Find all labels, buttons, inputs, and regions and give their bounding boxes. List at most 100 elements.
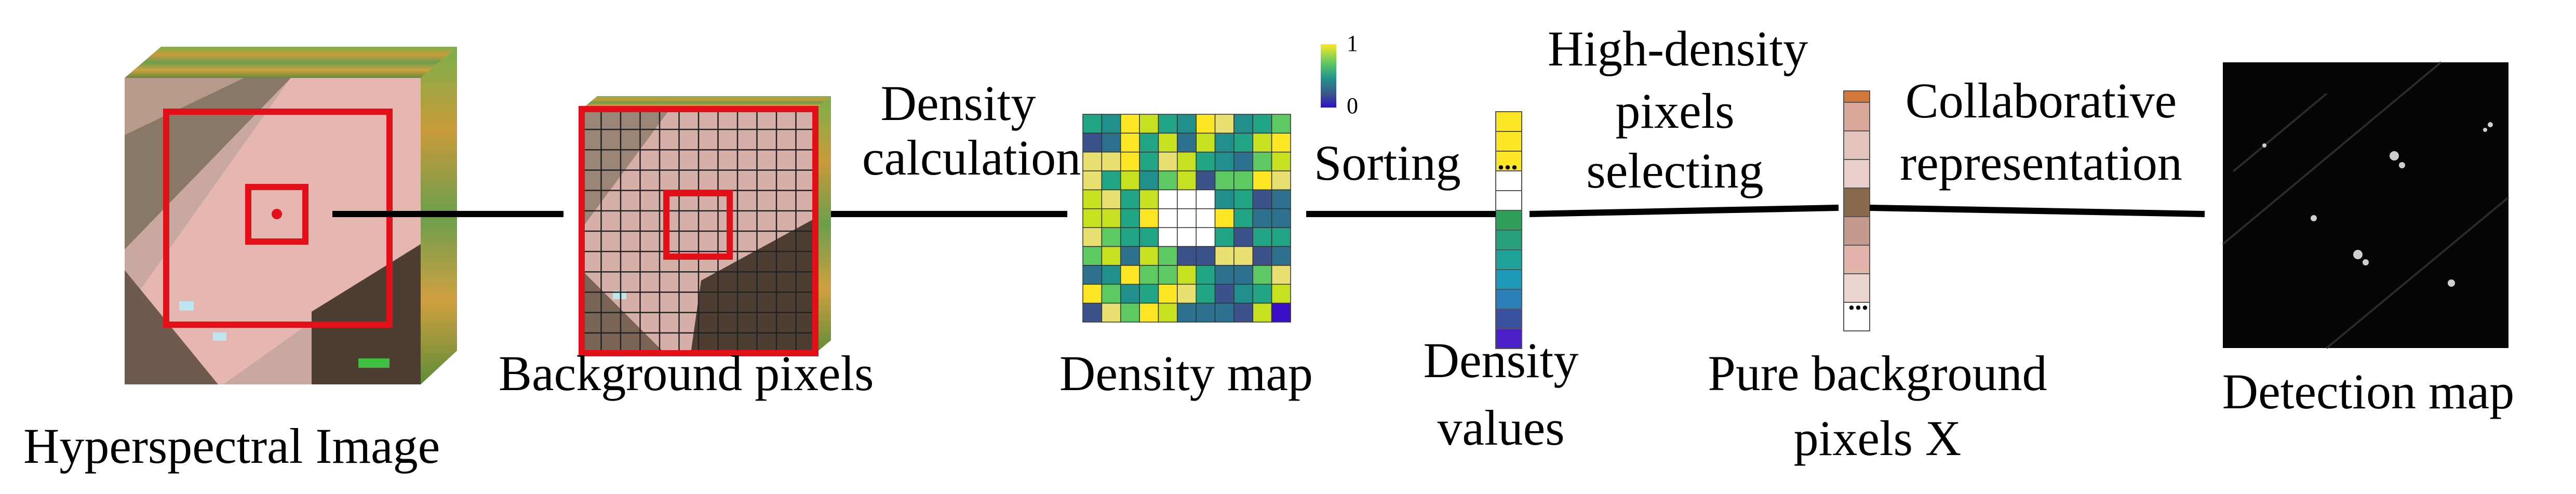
density-map-cell [1139,132,1159,153]
density-map-cell [1233,114,1254,134]
density-map-cell [1271,246,1291,266]
density-map-cell [1158,170,1178,191]
pure-pixel-cell [1843,188,1870,217]
density-map-cell [1082,302,1103,323]
label-high-density-1: High-density [1548,21,1808,76]
density-map-cell [1120,132,1140,153]
density-map-cell [1120,189,1140,209]
density-map-cell [1271,114,1291,134]
density-map [1082,114,1291,323]
density-map-cell [1139,170,1159,191]
arrow-to-pure-pixels [1529,205,1839,217]
density-map-cell [1101,189,1121,209]
density-map-cell [1082,246,1103,266]
density-map-cell [1101,246,1121,266]
density-map-cell [1196,284,1216,304]
density-map-cell [1196,151,1216,171]
density-map-cell [1214,265,1235,285]
density-map-cell [1158,208,1178,228]
density-map-cell [1214,132,1235,153]
bg-top-face [582,96,831,109]
density-map-cell [1196,114,1216,134]
density-map-cell [1177,227,1197,247]
density-value-cell [1495,328,1522,349]
density-value-cell [1495,151,1522,171]
label-density-values-1: Density [1423,332,1579,388]
density-map-cell [1158,302,1178,323]
pure-column-top-spectrum [1843,90,1870,103]
density-map-cell [1214,284,1235,304]
density-map-cell [1101,151,1121,171]
density-map-cell [1120,284,1140,304]
density-map-cell [1101,302,1121,323]
density-map-cell [1252,132,1272,153]
density-map-cell [1214,246,1235,266]
density-map-cell [1101,227,1121,247]
density-value-cell [1495,289,1522,310]
density-map-cell [1214,170,1235,191]
density-map-cell [1214,302,1235,323]
detection-map [2222,61,2510,349]
pure-pixel-cell [1843,102,1870,131]
density-map-cell [1196,132,1216,153]
density-map-cell [1177,170,1197,191]
density-map-cell [1158,189,1178,209]
density-map-cell [1082,265,1103,285]
density-map-cell [1139,208,1159,228]
density-map-cell [1252,114,1272,134]
density-map-cell [1101,132,1121,153]
pure-pixel-cell [1843,273,1870,303]
outer-window [163,109,393,328]
density-map-cell [1139,189,1159,209]
density-map-cell [1120,114,1140,134]
density-map-cell [1139,284,1159,304]
arrow-to-detection-map [1869,205,2205,217]
density-map-cell [1196,265,1216,285]
label-high-density-2: pixels [1615,83,1735,139]
density-map-cell [1271,284,1291,304]
density-map-cell [1158,151,1178,171]
density-map-cell [1271,151,1291,171]
density-map-cell [1120,227,1140,247]
density-map-cell [1082,284,1103,304]
density-map-cell [1082,170,1103,191]
density-map-cell [1177,132,1197,153]
inner-window [245,184,308,245]
density-map-cell [1177,189,1197,209]
density-map-cell [1082,208,1103,228]
density-map-cell [1271,132,1291,153]
density-map-cell [1158,227,1178,247]
label-sorting: Sorting [1314,135,1461,191]
density-value-cell [1495,269,1522,290]
density-map-cell [1214,151,1235,171]
density-map-cell [1139,302,1159,323]
density-values-ellipsis: ... [1497,146,1518,176]
density-map-cell [1252,189,1272,209]
density-map-cell [1196,170,1216,191]
density-map-cell [1082,151,1103,171]
density-map-cell [1196,302,1216,323]
density-map-cell [1120,246,1140,266]
density-map-cell [1101,208,1121,228]
density-map-cell [1177,284,1197,304]
density-map-cell [1252,151,1272,171]
label-pure-background-2: pixels X [1793,410,1962,466]
colorbar [1321,44,1336,108]
density-map-cell [1214,208,1235,228]
density-map-cell [1139,114,1159,134]
density-map-cell [1120,170,1140,191]
density-map-cell [1233,170,1254,191]
density-map-cell [1158,265,1178,285]
detection-faint-lines [2222,61,2510,349]
density-map-cell [1252,265,1272,285]
density-map-cell [1177,114,1197,134]
density-map-cell [1233,265,1254,285]
bg-side-face [815,96,831,353]
density-map-cell [1196,227,1216,247]
density-map-cell [1082,189,1103,209]
density-value-cell [1495,190,1522,211]
density-map-cell [1233,208,1254,228]
density-map-cell [1177,208,1197,228]
density-map-cell [1120,265,1140,285]
